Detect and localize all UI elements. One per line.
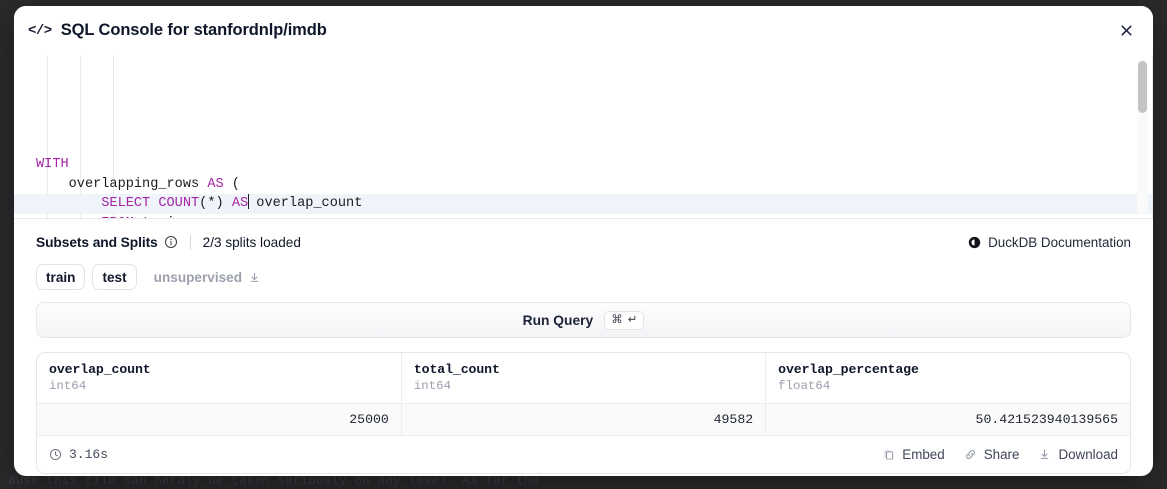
sql-console-modal: </> SQL Console for stanfordnlp/imdb WIT… xyxy=(14,6,1153,476)
sql-text: ( xyxy=(223,176,240,192)
info-circle-icon[interactable] xyxy=(164,235,178,249)
column-type: int64 xyxy=(413,379,452,393)
clock-icon xyxy=(49,448,62,461)
footer-action-download[interactable]: Download xyxy=(1038,447,1118,462)
code-line[interactable]: FROM train xyxy=(14,214,1153,218)
duckdb-documentation-label: DuckDB Documentation xyxy=(988,234,1131,250)
link-icon xyxy=(964,448,977,461)
sql-text: (*) xyxy=(199,196,232,212)
background-page-text: ause this film can hardly be taken serio… xyxy=(8,474,540,488)
query-duration-label: 3.16s xyxy=(69,447,109,462)
enter-key-icon: ↵ xyxy=(627,313,638,326)
footer-action-label: Share xyxy=(983,447,1020,462)
column-name: overlap_count xyxy=(49,362,151,377)
sql-text: overlapping_rows xyxy=(36,176,208,192)
text-cursor xyxy=(247,194,249,210)
download-icon xyxy=(1038,448,1051,461)
editor-right-edge xyxy=(1152,55,1153,218)
column-type: int64 xyxy=(49,379,87,393)
subsets-and-splits-section: Subsets and Splits 2/3 splits loaded xyxy=(14,219,1153,290)
table-cell: 50.421523940139565 xyxy=(765,403,1130,435)
duckdb-documentation-link[interactable]: DuckDB Documentation xyxy=(968,235,1131,250)
code-line[interactable]: WITH xyxy=(14,155,1153,175)
split-chip-list: train test unsupervised xyxy=(36,264,1131,290)
column-header[interactable]: overlap_count int64 xyxy=(37,353,402,404)
duckdb-logo-icon xyxy=(968,236,981,249)
column-name: overlap_percentage xyxy=(778,362,919,377)
splits-loaded-status: 2/3 splits loaded xyxy=(202,234,301,250)
sql-code[interactable]: WITH overlapping_rows AS ( SELECT COUNT(… xyxy=(14,55,1153,218)
editor-scrollbar-track[interactable] xyxy=(1137,59,1148,214)
sql-keyword: AS xyxy=(231,196,249,212)
footer-action-label: Download xyxy=(1058,447,1118,462)
download-icon[interactable] xyxy=(248,271,261,284)
run-query-button[interactable]: Run Query ⌘ ↵ xyxy=(36,302,1131,338)
splits-title: Subsets and Splits xyxy=(36,234,158,250)
footer-action-share[interactable]: Share xyxy=(964,447,1020,462)
sql-keyword: SELECT COUNT xyxy=(101,196,200,212)
sql-editor-scroll-area[interactable]: WITH overlapping_rows AS ( SELECT COUNT(… xyxy=(14,55,1153,218)
editor-scrollbar-thumb[interactable] xyxy=(1138,61,1147,113)
sql-text: train xyxy=(134,216,183,218)
page-title: SQL Console for stanfordnlp/imdb xyxy=(60,21,327,39)
sql-keyword: WITH xyxy=(36,156,69,172)
column-header[interactable]: overlap_percentage float64 xyxy=(765,353,1130,404)
split-chip-label: unsupervised xyxy=(153,269,243,285)
split-chip-label: train xyxy=(46,269,76,285)
sql-text xyxy=(36,196,101,211)
splits-header-row: Subsets and Splits 2/3 splits loaded xyxy=(36,231,1131,253)
sql-editor[interactable]: WITH overlapping_rows AS ( SELECT COUNT(… xyxy=(14,55,1153,219)
split-chip-test[interactable]: test xyxy=(92,264,137,290)
column-type: float64 xyxy=(778,379,831,393)
table-cell: 25000 xyxy=(37,403,402,435)
close-icon[interactable] xyxy=(1113,18,1139,44)
results-footer: 3.16s Embed Share Download xyxy=(37,435,1130,473)
footer-action-label: Embed xyxy=(902,447,945,462)
code-line[interactable]: overlapping_rows AS ( xyxy=(14,175,1153,195)
footer-action-embed[interactable]: Embed xyxy=(882,447,945,462)
run-query-wrap: Run Query ⌘ ↵ xyxy=(14,290,1153,338)
column-header[interactable]: total_count int64 xyxy=(401,353,767,404)
code-line[interactable]: SELECT COUNT(*) AS overlap_count xyxy=(14,194,1153,214)
split-chip-label: test xyxy=(102,269,127,285)
results-actions: Embed Share Download xyxy=(882,447,1118,462)
code-brackets-icon: </> xyxy=(28,22,52,39)
sql-keyword: AS xyxy=(207,176,224,192)
sql-text xyxy=(36,216,101,218)
split-chip-unsupervised[interactable]: unsupervised xyxy=(144,264,271,290)
command-key-icon: ⌘ xyxy=(611,313,623,326)
copy-icon xyxy=(882,448,895,461)
modal-header: </> SQL Console for stanfordnlp/imdb xyxy=(14,6,1153,55)
sql-text: overlap_count xyxy=(248,196,363,212)
divider xyxy=(189,234,191,250)
column-name: total_count xyxy=(413,362,500,377)
run-query-shortcut: ⌘ ↵ xyxy=(604,310,645,330)
query-duration: 3.16s xyxy=(49,447,108,462)
split-chip-train[interactable]: train xyxy=(36,264,86,290)
table-cell: 49582 xyxy=(401,403,767,435)
sql-keyword: FROM xyxy=(101,216,134,218)
run-query-label: Run Query xyxy=(522,312,594,328)
